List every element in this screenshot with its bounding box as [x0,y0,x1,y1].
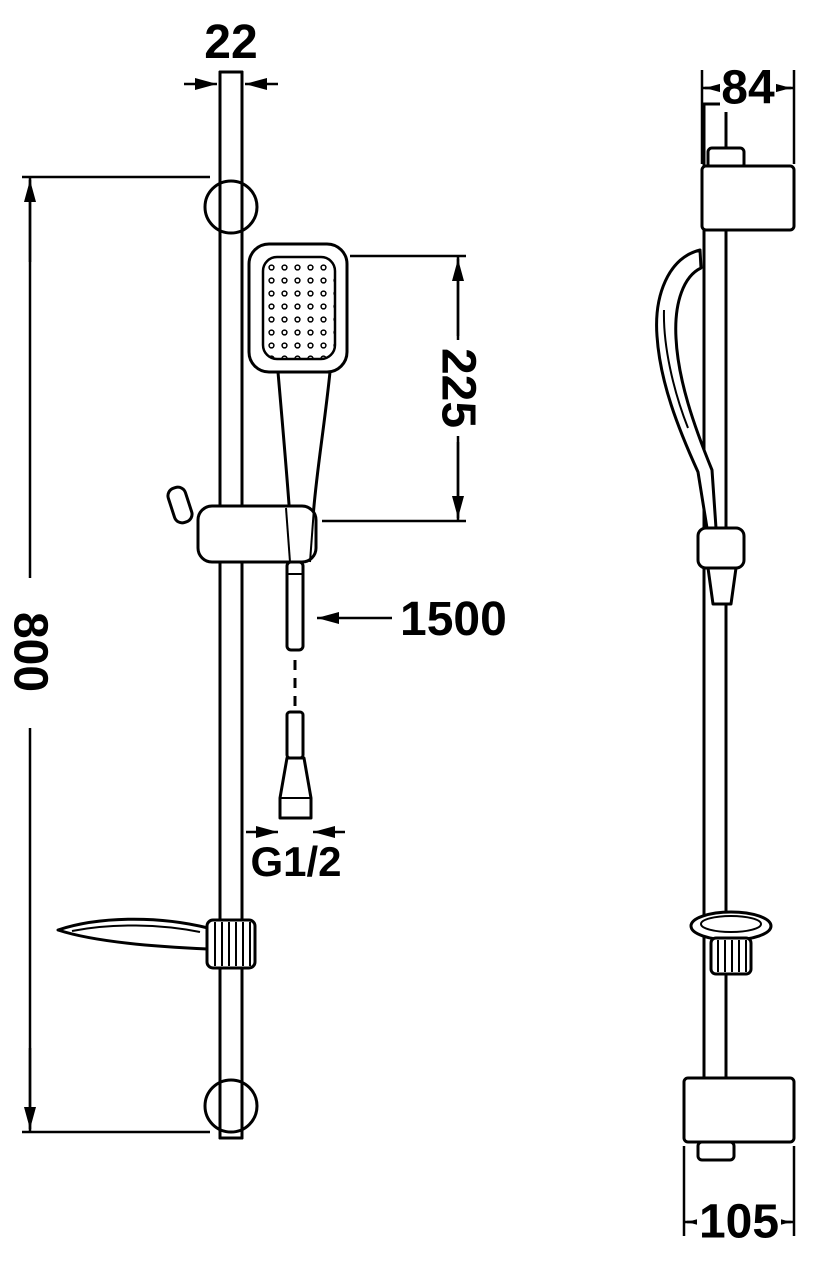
holder-side [696,526,746,570]
dim-handset-length-label: 225 [432,348,485,428]
soap-dish-front [56,917,257,970]
holder-lock-lever [166,485,194,525]
side-view: 84 105 [655,62,796,1249]
dimension-rail-diameter: 22 [184,16,278,90]
dim-hose-length-label: 1500 [400,593,507,646]
holder-body [196,504,318,564]
hose-lower-end [285,710,305,760]
dimension-bottom-bracket-width: 105 [682,1146,796,1249]
top-bracket-side [700,146,796,232]
top-wall-mount [203,179,259,235]
bottom-bracket-body [682,1076,796,1144]
hose-connection-nut [278,756,313,820]
dim-connection-thread-label: G1/2 [250,838,341,885]
dim-overall-height-label: 800 [4,612,57,692]
hand-shower-front [247,242,349,520]
shower-head-spray-face [261,255,337,361]
clamp-ribs-side [717,940,747,972]
front-view: 22 800 225 1500 [4,16,507,1140]
shower-handle [276,370,332,520]
dimension-overall-height: 800 [4,175,210,1134]
shower-hose [278,560,313,820]
bottom-wall-mount [203,1078,259,1134]
hand-shower-side [655,248,746,606]
slider-holder [166,485,318,564]
shower-rail-side [702,102,728,1142]
bottom-bracket-side [682,1076,796,1162]
soap-dish-tray [56,917,210,951]
top-bracket-body [700,164,796,232]
dim-bottom-bracket-width-label: 105 [699,1196,779,1249]
holder-cone-side [706,566,738,606]
hose-upper-connector [285,560,305,652]
dimension-top-bracket-width: 84 [700,62,796,164]
dim-top-bracket-width-label: 84 [721,62,775,115]
bottom-bracket-tab [696,1140,736,1162]
dim-rail-diameter-label: 22 [204,16,257,69]
soap-dish-side [689,910,773,976]
dimension-hose-length: 1500 [317,593,507,646]
dimension-handset-length: 225 [322,254,486,523]
dimension-connection-thread: G1/2 [246,826,345,885]
hand-shower-profile [655,248,718,530]
clamp-ribs [214,922,251,966]
